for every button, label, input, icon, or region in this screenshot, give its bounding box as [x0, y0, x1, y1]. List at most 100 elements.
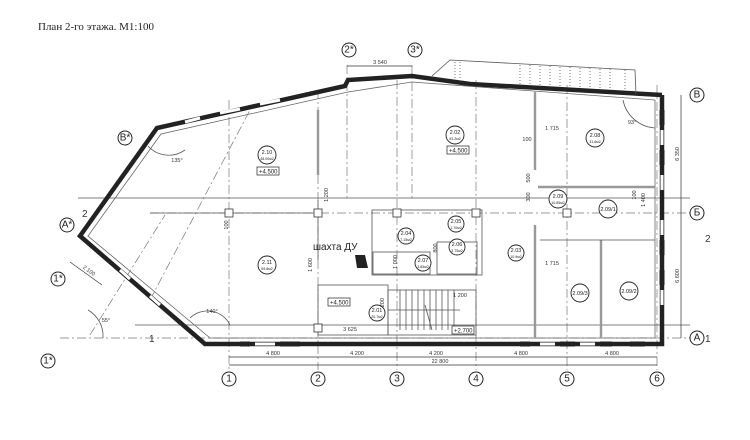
elevation-label: +4.500 [259, 170, 278, 176]
dim-interior: 800 [433, 243, 439, 252]
dim-interior: 100 [224, 220, 230, 229]
axis-bubble-2star: 2* [341, 42, 357, 58]
label: 2.09/1 [600, 207, 615, 213]
label: 2 [315, 374, 321, 385]
shaft-label: шахта ДУ [313, 242, 358, 253]
label: 59.8м2 [261, 267, 272, 271]
dim-interior: 1 000 [393, 255, 399, 269]
label: 31.6м2 [589, 140, 600, 144]
label: 1* [53, 274, 63, 285]
label: 2.05 [451, 219, 462, 225]
room-tag: 2.051.70м2 [447, 215, 465, 233]
window-gaps [118, 98, 664, 346]
room-tag: 2.09/3 [570, 283, 590, 303]
label: 3* [410, 45, 420, 56]
axis-bubble-6: 6 [649, 371, 665, 387]
row-mark: 1 [149, 334, 155, 345]
label: 3 [394, 374, 400, 385]
dim-right: 6 600 [675, 269, 681, 283]
drawing-title: План 2-го этажа. М1:100 [38, 21, 154, 33]
exterior-walls [76, 59, 665, 347]
room-tag: 2.073.85м2 [414, 254, 432, 272]
label: 1* [43, 356, 53, 367]
row-mark: 2 [82, 209, 88, 220]
axis-bubble-3star: 3* [407, 42, 423, 58]
room-tag: 2.063.75м2 [448, 238, 466, 256]
elevation-label: +2.700 [454, 329, 473, 335]
angle-label: 140° [206, 309, 217, 315]
label: 2* [344, 45, 354, 56]
dim-bottom: 4 800 [266, 351, 280, 357]
label: А* [62, 220, 73, 231]
elevation-tags [256, 145, 475, 335]
dimension-lines [69, 65, 682, 366]
label: 10.9м2 [510, 255, 521, 259]
axis-bubble-v: В [689, 87, 705, 103]
label: 2.10 [262, 150, 273, 156]
label: 5 [564, 374, 570, 385]
row-mark: 2 [705, 234, 711, 245]
angle-label: 93° [628, 120, 636, 126]
label: Б [694, 208, 701, 219]
stairs [388, 290, 460, 331]
label: 3.75м2 [451, 249, 462, 253]
dim-bottom: 4 200 [350, 351, 364, 357]
elevation-label: +4.500 [449, 149, 468, 155]
label: 20.7м2 [371, 315, 382, 319]
label: 3.85м2 [417, 265, 428, 269]
angle-label: 135° [171, 158, 182, 164]
label: 1.70м2 [450, 226, 461, 230]
label: А [694, 333, 701, 344]
label: 2.09/3 [572, 291, 587, 297]
canopy [431, 59, 637, 95]
dim-interior: 300 [526, 192, 532, 201]
label: 2.08 [590, 133, 601, 139]
dim-interior: 500 [526, 173, 532, 182]
dim-interior: 1 600 [308, 258, 314, 272]
angle-label: 55° [102, 318, 110, 324]
window-openings [240, 110, 665, 347]
label: 2.03 [511, 248, 522, 254]
dim-right: 6 350 [675, 147, 681, 161]
axis-bubble-1star: 1* [40, 353, 56, 369]
axis-bubble-b: Б [689, 205, 705, 221]
axis-bubble-5: 5 [559, 371, 575, 387]
row-mark: 1 [705, 334, 711, 345]
room-tag: 2.09/1 [598, 199, 618, 219]
smoke-shaft [355, 255, 368, 268]
dim-interior: 3 625 [343, 327, 357, 333]
room-tag: 2.09/2 [619, 281, 639, 301]
label: 2.09/2 [621, 289, 636, 295]
elevation-label: +4.500 [330, 301, 349, 307]
axis-bubble-4: 4 [468, 371, 484, 387]
grid-axes [60, 65, 690, 370]
label: 6 [654, 374, 660, 385]
dim-bottom: 4 200 [429, 351, 443, 357]
label: 2.01 [372, 308, 383, 314]
label: 2.07 [418, 258, 429, 264]
axis-bubble-1star: 1* [50, 271, 66, 287]
dim-bottom: 4 800 [514, 351, 528, 357]
label: 1 [226, 374, 232, 385]
label: 4 [473, 374, 479, 385]
label: 7.15м2 [400, 238, 411, 242]
dim-interior: 100 [522, 137, 531, 143]
axis-bubbles: 1 2 3 4 5 6 В Б А 2* 3* В* А* 1* 1* [40, 42, 705, 387]
axis-bubble-a: А [689, 330, 705, 346]
label: 2.04 [401, 231, 412, 237]
label: 10.85м2 [551, 201, 564, 205]
room-tag: 2.047.15м2 [397, 227, 415, 245]
angle-arcs [87, 99, 656, 339]
label: В [694, 90, 701, 101]
axis-bubble-1: 1 [221, 371, 237, 387]
dim-bottom: 4 800 [605, 351, 619, 357]
partitions [150, 92, 655, 338]
